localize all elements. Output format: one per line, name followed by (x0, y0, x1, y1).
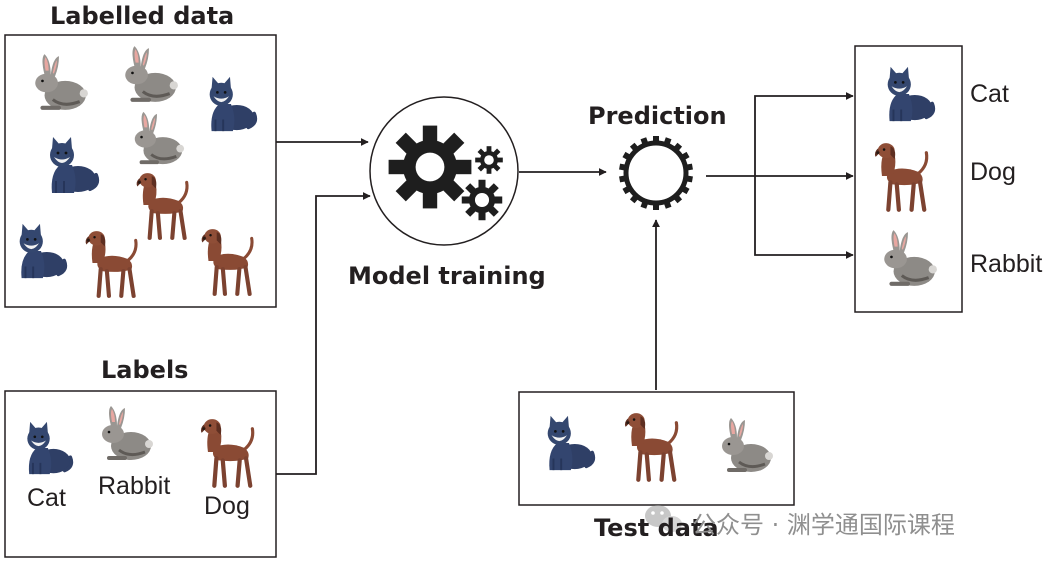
dog-icon (875, 143, 927, 210)
gear-tooth (679, 184, 690, 195)
labelled-data-animals (20, 46, 258, 296)
gear-tooth (679, 151, 690, 162)
gear-tooth (653, 136, 659, 144)
rabbit-icon (125, 46, 178, 102)
dog-icon (625, 413, 677, 480)
prediction-title: Prediction (588, 102, 727, 130)
dog-icon (86, 231, 136, 296)
test-data-title: Test data (594, 514, 719, 542)
rabbit-icon (102, 406, 153, 460)
gear-tooth (684, 163, 693, 171)
gear-tooth (663, 199, 672, 209)
connectors (276, 92, 854, 475)
dog-icon (137, 173, 187, 238)
gear-tooth (622, 184, 633, 195)
branch-up (754, 92, 854, 176)
gear-tooth (629, 142, 640, 153)
labels-title: Labels (101, 356, 189, 384)
gear-tooth (640, 137, 649, 147)
output-box (854, 45, 963, 313)
watermark-text: 公众号 · 渊学通国际课程 (692, 511, 955, 539)
cat-icon (548, 416, 594, 470)
cat-icon (20, 224, 66, 278)
cat-icon (885, 64, 936, 124)
dog-icon (202, 229, 252, 294)
cat-icon (50, 137, 97, 193)
model-training-title: Model training (348, 262, 546, 290)
gear-tooth (622, 151, 633, 162)
gear-icon (619, 136, 693, 210)
dog-icon (201, 419, 253, 486)
rabbit-icon (135, 112, 184, 164)
branch-down (754, 176, 854, 259)
output-dog: Dog (970, 158, 1016, 186)
output-rabbit: Rabbit (970, 250, 1043, 278)
gear-tooth (640, 199, 649, 209)
gear-tooth (629, 193, 640, 204)
gear-tooth (672, 142, 683, 153)
gear-tooth (663, 137, 672, 147)
wechat-icon (645, 505, 682, 532)
rabbit-icon (35, 54, 88, 110)
output-cat: Cat (970, 80, 1009, 108)
gear-tooth (684, 175, 693, 183)
cat-icon (25, 419, 74, 477)
rabbit-icon (722, 418, 773, 472)
test-data-box (518, 391, 795, 506)
cat-icon (207, 74, 258, 134)
label-dog: Dog (204, 492, 250, 520)
labelled-data-box (4, 34, 277, 308)
label-rabbit: Rabbit (98, 472, 171, 500)
gear-tooth (619, 163, 628, 171)
labelled-data-title: Labelled data (50, 2, 235, 30)
gear-tooth (619, 175, 628, 183)
rabbit-icon (884, 230, 937, 286)
arrow-labels-to-training (276, 192, 371, 475)
gear-tooth (653, 202, 659, 210)
label-cat: Cat (27, 484, 66, 512)
gear-tooth (672, 193, 683, 204)
